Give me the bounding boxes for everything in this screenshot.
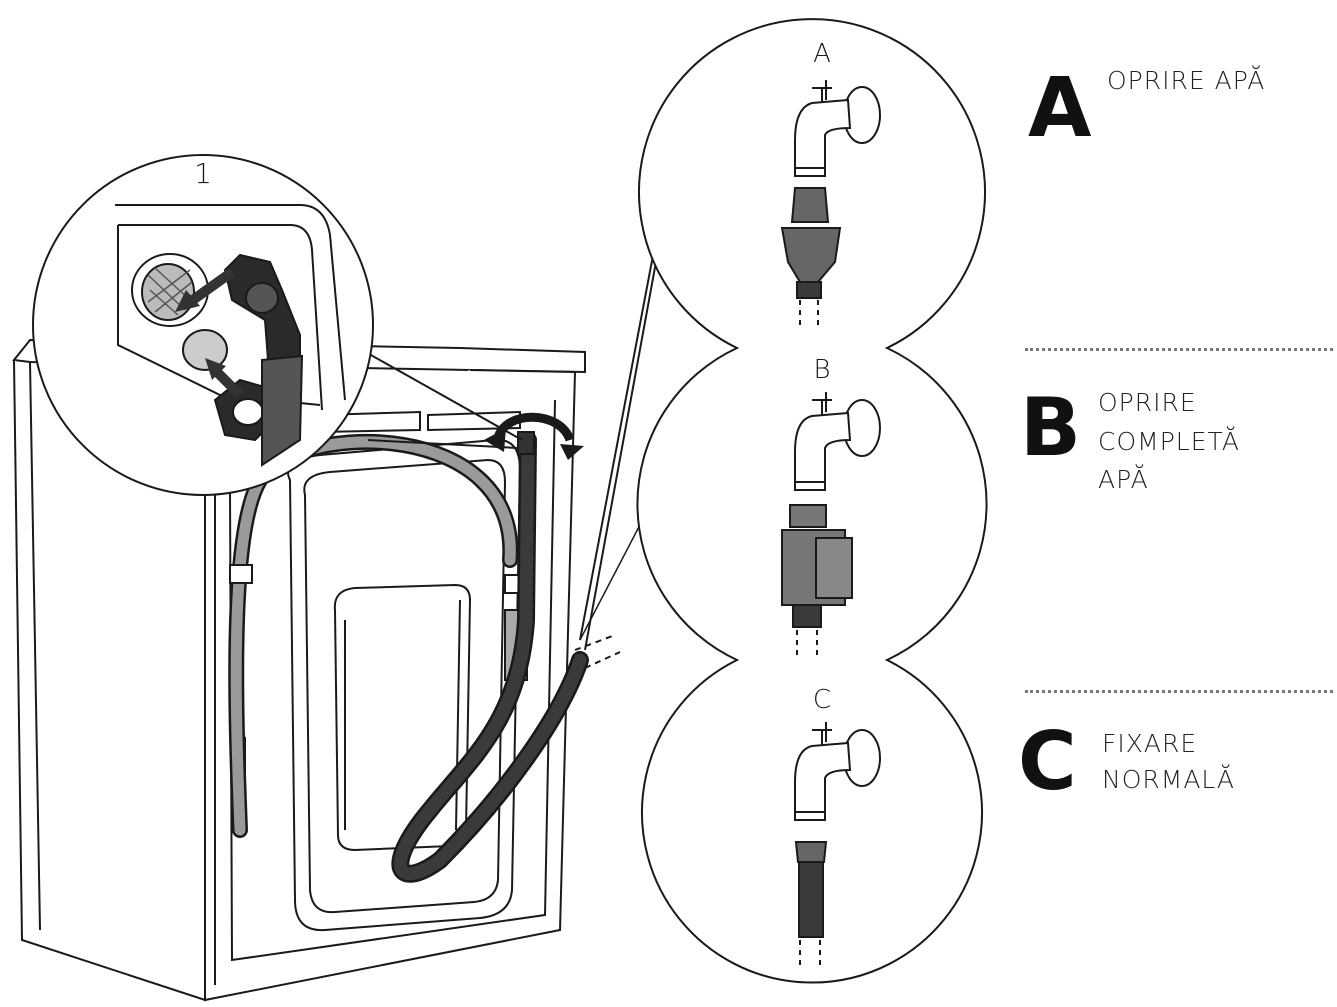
legend-b-line-3: APĂ	[1098, 465, 1149, 494]
drain-hose	[391, 431, 621, 883]
legend-b-line-2: COMPLETĂ	[1098, 427, 1240, 456]
detail-1-label: 1	[194, 157, 212, 190]
arrow-head-right-icon	[560, 444, 584, 460]
legend-c-line-1: FIXARE	[1102, 729, 1198, 758]
rotate-arrow-icon	[493, 412, 575, 442]
legend-a-letter: A	[1028, 61, 1092, 156]
option-b-label: B	[813, 355, 830, 385]
option-a-illustration	[780, 80, 881, 325]
detail-circle-1	[32, 154, 523, 496]
legend-a-line-1: OPRIRE APĂ	[1107, 66, 1266, 95]
legend-b-letter: B	[1020, 381, 1081, 474]
option-c-illustration	[794, 722, 881, 965]
option-c-label: C	[813, 685, 831, 715]
legend-c-line-2: NORMALĂ	[1102, 765, 1236, 794]
washing-machine	[12, 338, 586, 1002]
option-a-label: A	[813, 39, 831, 69]
divider-1	[1025, 348, 1333, 351]
legend-c-letter: C	[1018, 715, 1077, 808]
arrow-head-left-icon	[484, 428, 506, 452]
legend-b-line-1: OPRIRE	[1098, 388, 1197, 417]
option-circles	[579, 18, 988, 984]
option-b-illustration	[781, 392, 881, 660]
divider-2	[1025, 690, 1333, 693]
